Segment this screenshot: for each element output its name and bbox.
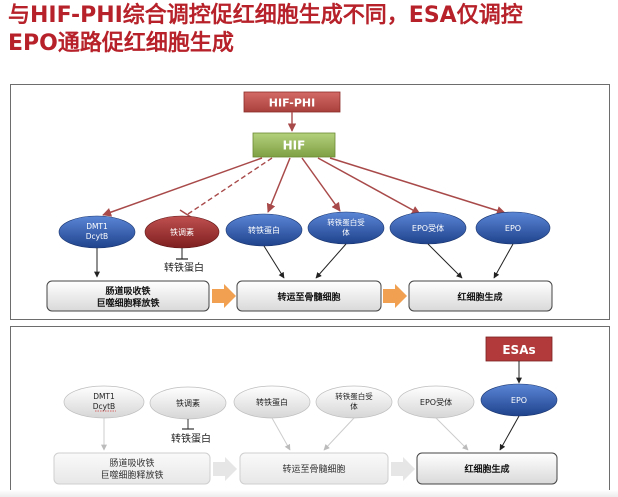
title-line-2: EPO通路促红细胞生成 (8, 31, 234, 56)
arrow-hif-to-epo-receptor (317, 157, 421, 215)
arrow-tfr-to-transport-bottom (323, 417, 355, 451)
box-transport (236, 280, 382, 312)
inhibit-label-bottom: 转铁蛋白 (171, 432, 211, 445)
oval-dmt1-bottom-line1: DMT1 (93, 392, 115, 401)
oval-transferrin-receptor-line1: 转铁蛋白受 (327, 217, 365, 227)
arrow-hif-to-dmt1 (102, 157, 263, 217)
box-absorb-bottom (53, 452, 211, 485)
oval-dmt1-line1: DMT1 (86, 222, 108, 231)
esas-label: ESAs (502, 343, 535, 357)
arrow-transferrin-to-transport-bottom (271, 417, 291, 451)
oval-transferrin-label: 转铁蛋白 (248, 225, 280, 235)
bottom-diagram: ESAs DMT1 DcytB 铁调素 转铁蛋白 转铁蛋白受 体 EPO受体 E… (53, 336, 558, 485)
arrow-epo-to-erythro-bottom (499, 415, 520, 451)
arrow-hif-to-transferrin (266, 157, 291, 213)
box-erythro (408, 280, 553, 312)
arrow-transferrin-to-transport (263, 245, 285, 279)
orange-arrow-1 (212, 284, 236, 308)
box-erythro-bottom (416, 452, 558, 485)
orange-arrow-2 (383, 284, 407, 308)
arrow-hif-to-epo (329, 157, 506, 215)
slide-title: 与HIF-PHI综合调控促红细胞生成不同，ESA仅调控 EPO通路促红细胞生成 (8, 2, 613, 58)
oval-transferrin-receptor-bottom-line2: 体 (350, 401, 358, 411)
oval-transferrin-receptor-bottom-line1: 转铁蛋白受 (335, 391, 373, 401)
grey-arrow-1 (213, 457, 237, 481)
box-absorb (46, 280, 210, 312)
box-erythro-bottom-label: 红细胞生成 (464, 463, 509, 475)
hif-phi-label: HIF-PHI (269, 97, 315, 110)
arrow-epor-to-erythro (427, 243, 463, 279)
box-transport-label: 转运至骨髓细胞 (277, 291, 340, 303)
box-transport-bottom-label: 转运至骨髓细胞 (282, 463, 345, 475)
oval-hepcidin-label: 铁调素 (170, 227, 194, 237)
oval-transferrin-receptor-line2: 体 (342, 227, 350, 237)
title-line-1: 与HIF-PHI综合调控促红细胞生成不同，ESA仅调控 (8, 3, 523, 28)
box-absorb-bottom-line2: 巨噬细胞释放铁 (100, 469, 163, 481)
box-absorb-line2: 巨噬细胞释放铁 (96, 297, 159, 309)
hif-label: HIF (283, 139, 306, 153)
inhibit-label: 转铁蛋白 (164, 261, 204, 274)
esas-box (485, 336, 553, 362)
oval-dmt1-line2: DcytB (86, 232, 108, 241)
arrow-hif-to-hepcidin (187, 157, 273, 215)
oval-epo-receptor-bottom-label: EPO受体 (420, 397, 452, 407)
footer-strip (0, 490, 618, 497)
arrow-epor-to-erythro-bottom (435, 417, 469, 451)
oval-transferrin-bottom-label: 转铁蛋白 (256, 397, 288, 407)
box-absorb-bottom-line1: 肠道吸收铁 (109, 457, 154, 469)
hif-box (252, 132, 336, 158)
arrow-hif-to-transferrin-receptor (301, 157, 341, 212)
grey-arrow-2 (391, 457, 415, 481)
box-transport-bottom (239, 452, 389, 485)
oval-dmt1-bottom-line2: DcytB (93, 402, 115, 411)
oval-epo-bottom-label: EPO (511, 396, 527, 405)
top-diagram: HIF-PHI HIF DMT1 DcytB 铁调素 转铁蛋白 转铁蛋白受 体 … (46, 91, 553, 312)
arrow-epo-to-erythro (493, 243, 514, 279)
oval-hepcidin-bottom-label: 铁调素 (176, 398, 200, 408)
box-erythro-label: 红细胞生成 (457, 291, 502, 303)
arrow-tfr-to-transport (315, 243, 347, 279)
oval-epo-label: EPO (505, 224, 521, 233)
oval-epo-receptor-label: EPO受体 (412, 223, 444, 233)
box-absorb-line1: 肠道吸收铁 (105, 285, 150, 297)
